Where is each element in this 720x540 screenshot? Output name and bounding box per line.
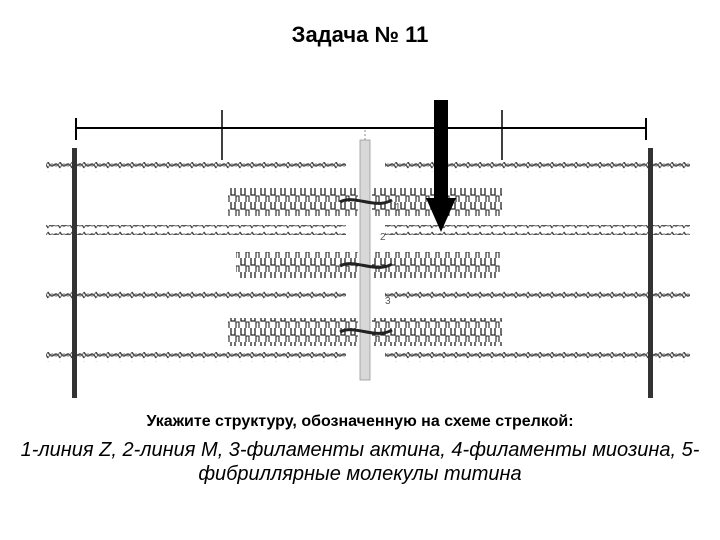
sarcomere-diagram: 1 3 2	[0, 90, 720, 410]
label-3: 3	[385, 296, 391, 307]
m-line	[339, 139, 393, 381]
z-lines	[72, 148, 653, 398]
answer-options: 1-линия Z, 2-линия М, 3-филаменты актина…	[20, 439, 700, 485]
question-text: Укажите структуру, обозначенную на схеме…	[146, 413, 574, 430]
actin-filaments	[46, 162, 690, 362]
label-1: 1	[395, 202, 401, 213]
pointer-arrow	[426, 100, 456, 232]
sarcomere-svg: 1 3 2	[46, 100, 690, 398]
label-2: 2	[380, 232, 386, 243]
slide-title: Задача № 11	[291, 22, 429, 47]
